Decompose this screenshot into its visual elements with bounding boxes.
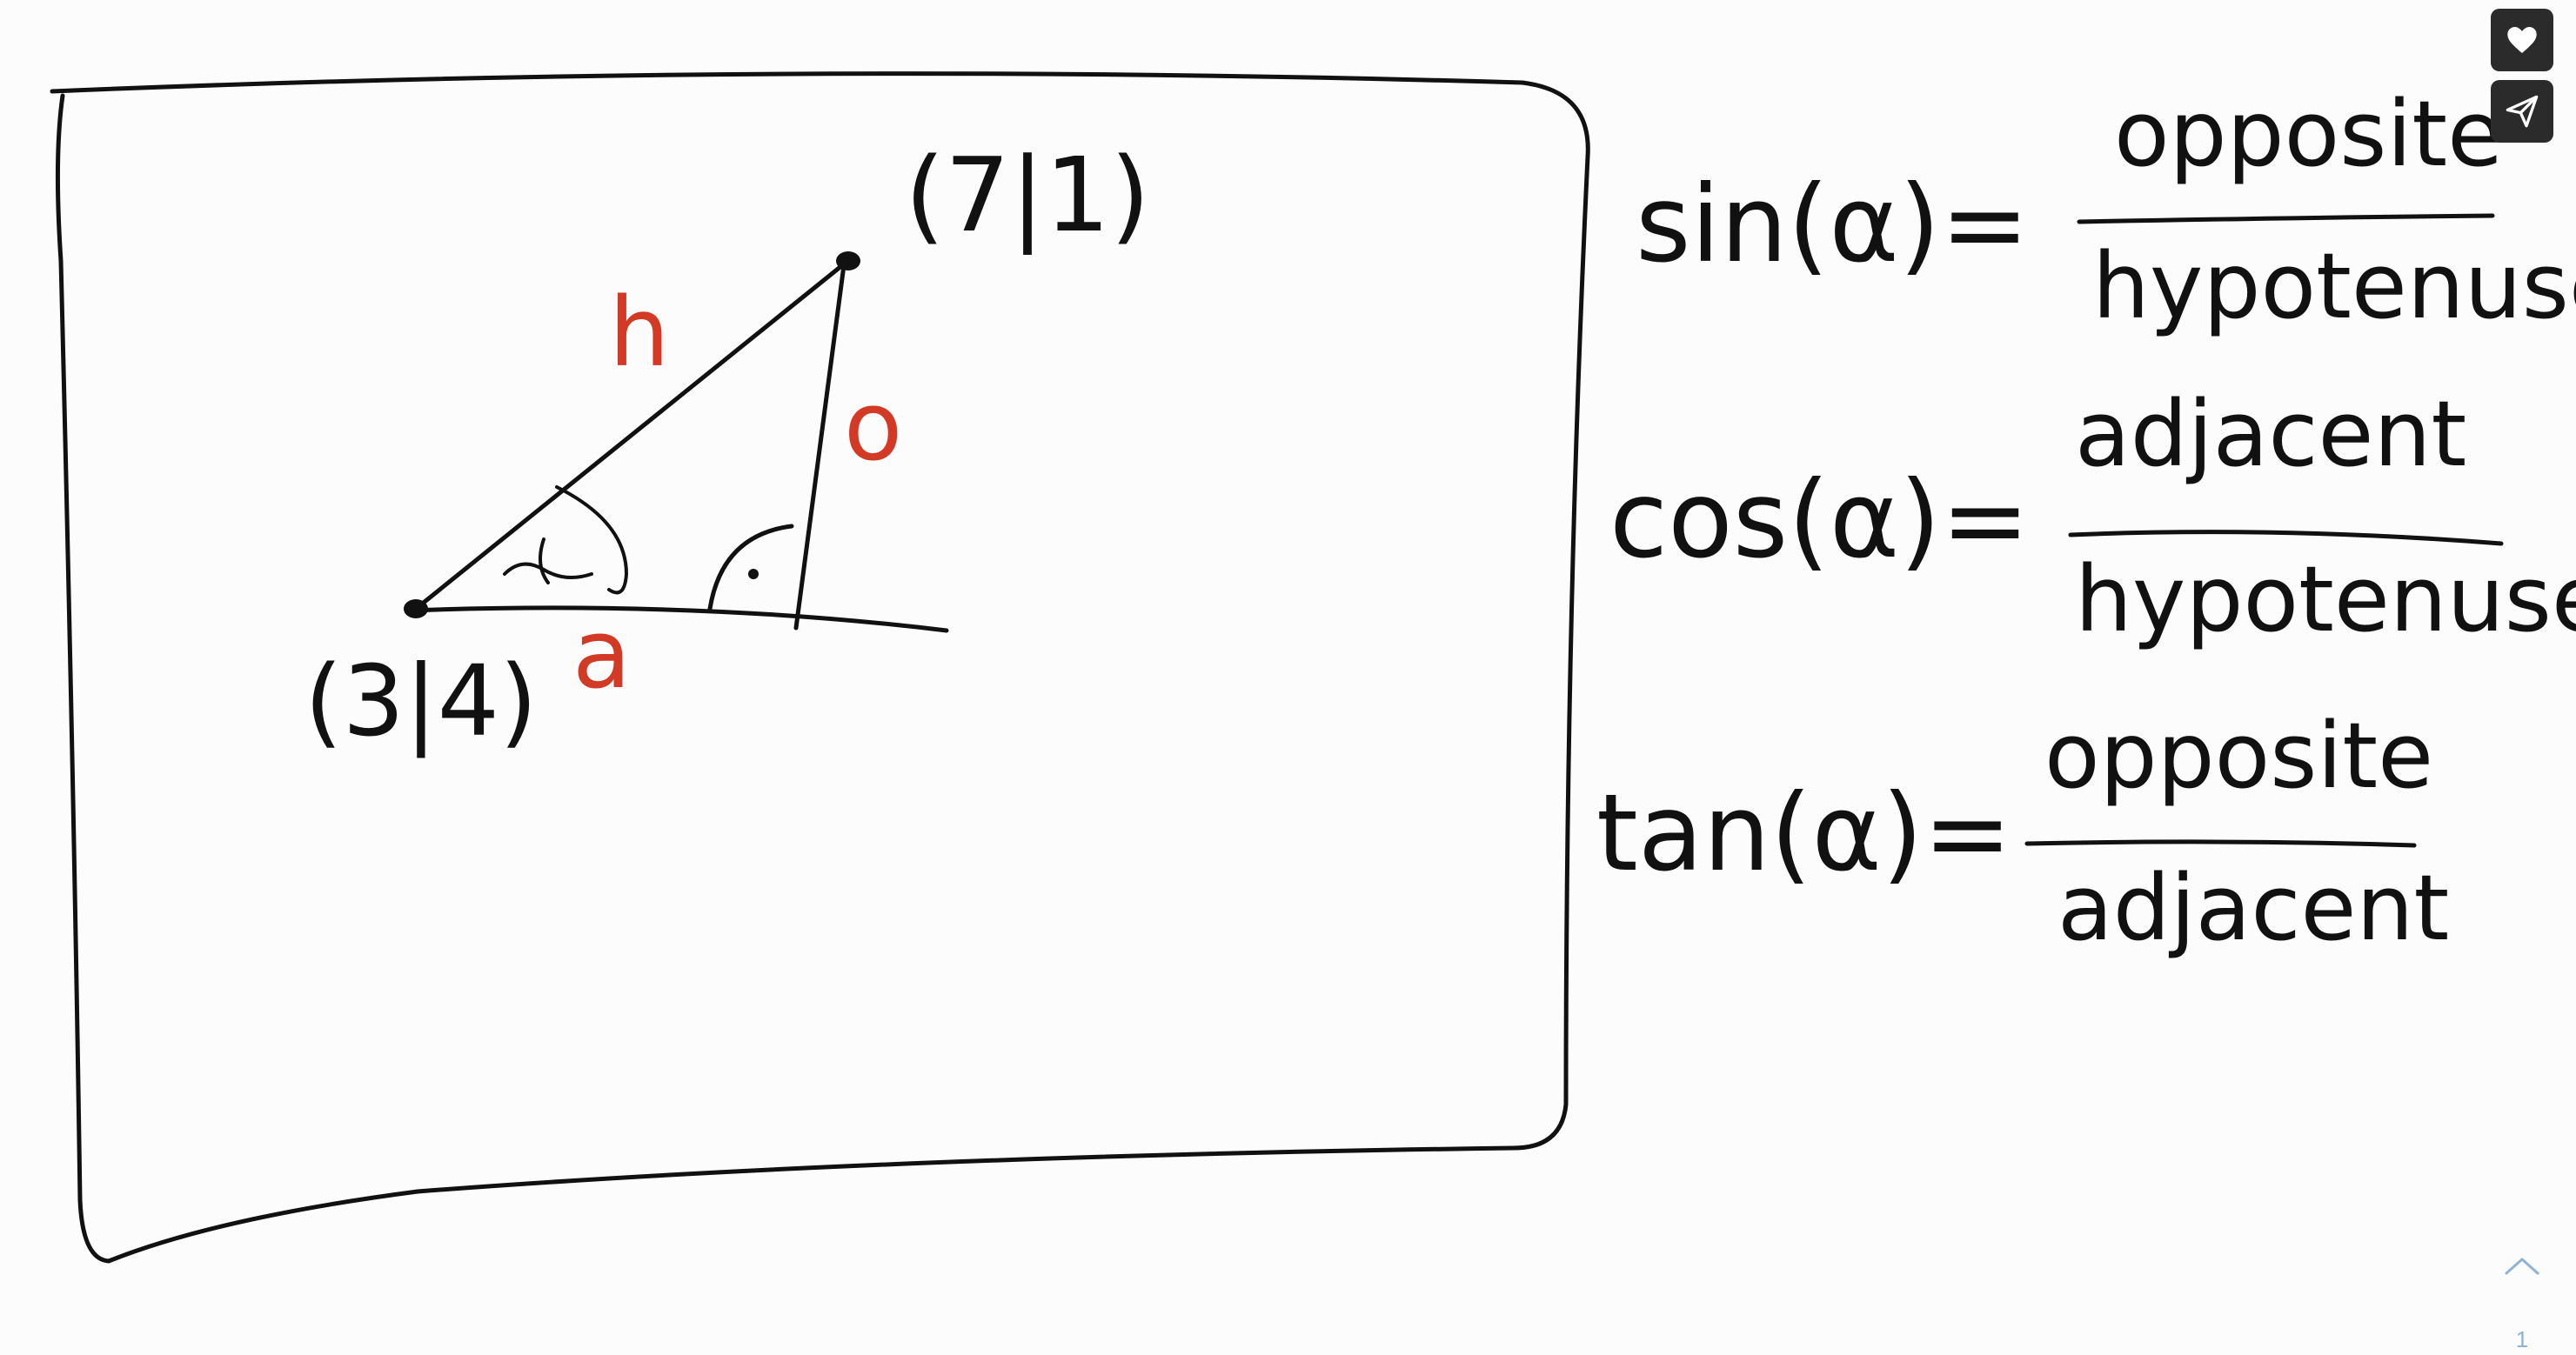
- formula-cos: cos(α)= adjacent hypotenuse: [1609, 381, 2576, 652]
- point-bottom-label: (3|4): [304, 645, 538, 758]
- point-top-label: (7|1): [905, 135, 1150, 255]
- angle-alpha-symbol: [503, 537, 593, 584]
- page-number: 1: [2515, 1326, 2529, 1352]
- hypotenuse-line: [413, 260, 848, 611]
- send-icon: [2506, 95, 2539, 128]
- adjacent-label: a: [572, 598, 631, 710]
- formula-cos-lhs: cos(α)=: [1609, 458, 2030, 582]
- opposite-line: [793, 263, 846, 631]
- right-angle-dot: [748, 569, 759, 579]
- chevron-up-icon[interactable]: [2503, 1252, 2541, 1278]
- frame-border: [50, 71, 1590, 1264]
- formula-sin-fraction-bar: [2077, 213, 2495, 224]
- formula-sin-denominator: hypotenuse: [2092, 233, 2576, 339]
- formula-tan-denominator: adjacent: [2057, 855, 2449, 961]
- angle-alpha-arc: [555, 485, 629, 595]
- formula-tan-lhs: tan(α)=: [1596, 771, 2012, 895]
- formula-sin-lhs: sin(α)=: [1636, 163, 2030, 286]
- right-angle-arc: [707, 524, 794, 611]
- formula-sin-numerator: opposite: [2114, 81, 2503, 187]
- heart-icon: [2507, 27, 2537, 53]
- formula-cos-denominator: hypotenuse: [2075, 546, 2576, 652]
- hypotenuse-label: h: [609, 277, 670, 388]
- like-button[interactable]: [2491, 9, 2553, 71]
- vertex-top: [836, 251, 860, 270]
- share-button[interactable]: [2491, 80, 2553, 143]
- formula-tan-numerator: opposite: [2044, 703, 2433, 809]
- vertex-bottom-left: [404, 599, 428, 618]
- formula-tan: tan(α)= opposite adjacent: [1596, 703, 2449, 961]
- formula-sin: sin(α)= opposite hypotenuse: [1636, 81, 2576, 339]
- formula-cos-fraction-bar: [2068, 530, 2504, 546]
- adjacent-line: [406, 605, 949, 633]
- opposite-label: o: [844, 370, 902, 482]
- formula-tan-fraction-bar: [2024, 839, 2417, 848]
- formula-cos-numerator: adjacent: [2075, 381, 2466, 487]
